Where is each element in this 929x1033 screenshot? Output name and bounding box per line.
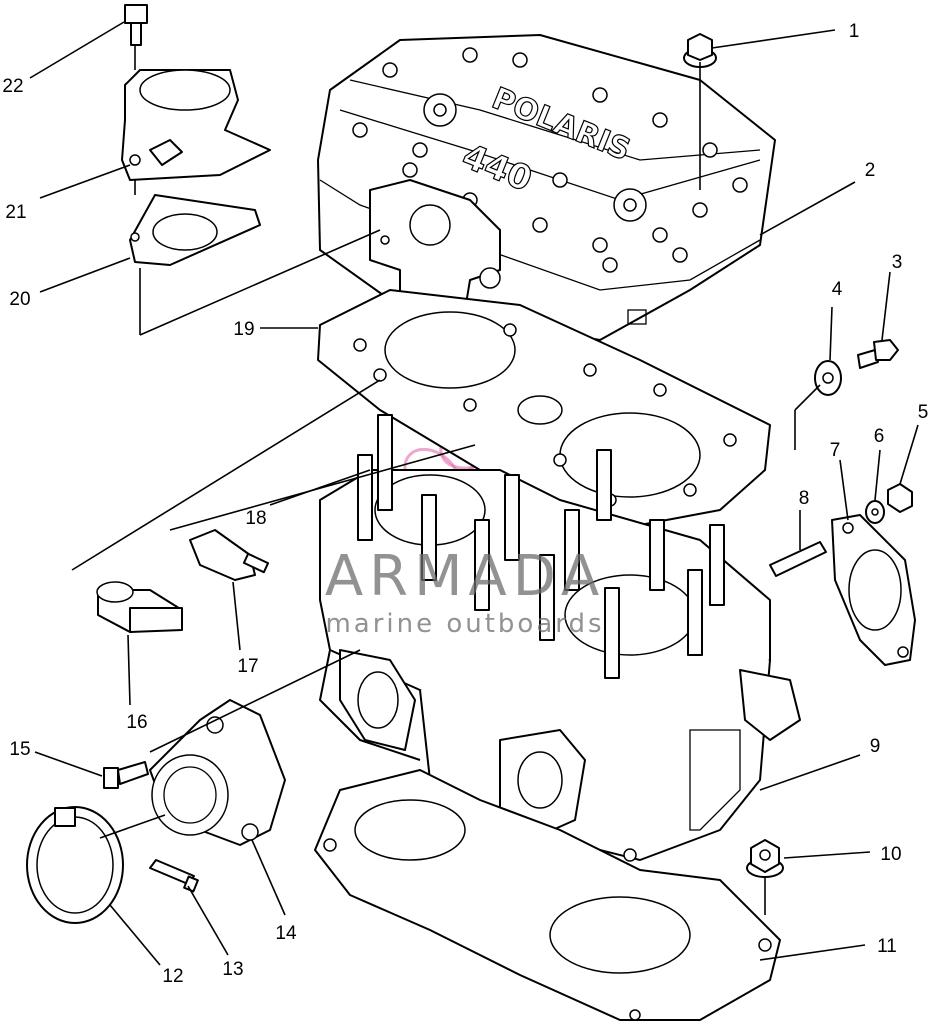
callout-12: 12 xyxy=(162,966,183,987)
callout-6: 6 xyxy=(874,426,885,447)
callout-17: 17 xyxy=(237,656,258,677)
washer-4 xyxy=(814,360,842,396)
callout-14: 14 xyxy=(275,923,297,944)
callout-numbers: 1 2 3 4 5 6 7 8 9 10 11 12 13 14 15 16 1… xyxy=(2,21,928,987)
nut-5 xyxy=(887,483,913,513)
screw-13 xyxy=(149,859,199,893)
thermostat-cover xyxy=(121,69,271,181)
callout-22: 22 xyxy=(2,76,23,97)
thermostat-gasket xyxy=(129,194,261,266)
callout-3: 3 xyxy=(892,252,903,273)
flange-nut-10 xyxy=(746,839,784,878)
washer-6 xyxy=(865,500,885,524)
exhaust-stud xyxy=(769,541,827,577)
callout-10: 10 xyxy=(880,844,901,865)
flange-nut-1 xyxy=(683,33,717,68)
bolt-22 xyxy=(124,4,148,46)
callout-20: 20 xyxy=(9,289,30,310)
callout-7: 7 xyxy=(830,440,841,461)
exhaust-gasket xyxy=(831,514,916,666)
watermark-title: ARMADA xyxy=(325,544,605,609)
callout-18: 18 xyxy=(245,508,266,529)
callout-15: 15 xyxy=(9,739,30,760)
watermark-subtitle: marine outboards xyxy=(325,609,604,639)
leader-lines xyxy=(29,21,919,966)
bolt-3 xyxy=(857,339,899,369)
exhaust-manifold xyxy=(149,699,286,846)
callout-8: 8 xyxy=(799,488,810,509)
callout-21: 21 xyxy=(5,202,26,223)
temp-sensor xyxy=(189,529,270,581)
callout-5: 5 xyxy=(918,402,929,423)
cylinder-block xyxy=(319,414,801,862)
callout-16: 16 xyxy=(126,712,147,733)
callout-1: 1 xyxy=(849,21,860,42)
callout-19: 19 xyxy=(233,319,254,340)
screw-15 xyxy=(103,761,149,789)
hose-clamp xyxy=(26,806,124,924)
head-gasket xyxy=(317,289,771,526)
cylinder-studs xyxy=(357,414,725,679)
callout-4: 4 xyxy=(832,279,843,300)
sleeve-16 xyxy=(96,581,183,633)
callout-13: 13 xyxy=(222,959,243,980)
callout-11: 11 xyxy=(877,936,897,957)
callout-2: 2 xyxy=(865,160,876,181)
base-gasket xyxy=(314,769,781,1021)
callout-9: 9 xyxy=(870,736,881,757)
